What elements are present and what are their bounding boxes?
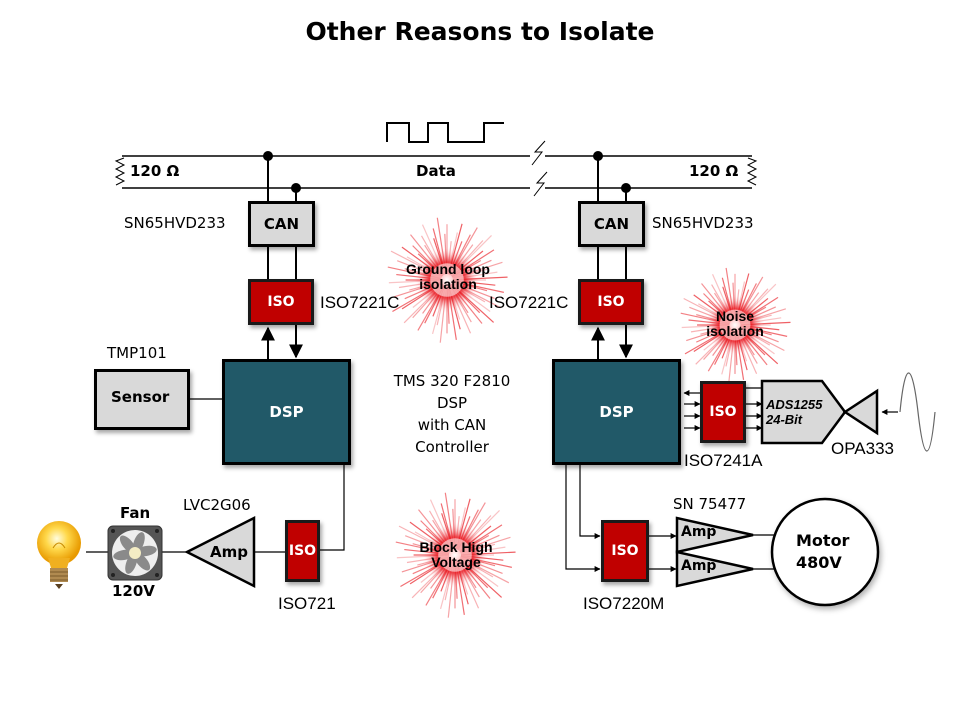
right-can-part: SN65HVD233 bbox=[652, 214, 754, 232]
ground-loop-callout: Ground loop isolation bbox=[406, 261, 490, 292]
light-bulb-icon bbox=[37, 521, 81, 589]
data-waveform bbox=[386, 122, 504, 143]
fan-voltage: 120V bbox=[112, 582, 155, 600]
high-voltage-callout: Block High Voltage bbox=[419, 539, 493, 570]
fan-amp-triangle bbox=[184, 515, 256, 589]
right-dsp-block: DSP bbox=[552, 359, 681, 465]
left-iso-part: ISO7221C bbox=[320, 293, 400, 312]
driver-amp-2 bbox=[675, 550, 754, 588]
right-iso-part: ISO7221C bbox=[489, 293, 569, 312]
right-can-block: CAN bbox=[578, 201, 645, 247]
fan-label: Fan bbox=[120, 504, 151, 522]
left-termination-label: 120 Ω bbox=[130, 162, 180, 180]
data-label: Data bbox=[416, 162, 456, 180]
driver-amp-1 bbox=[675, 516, 754, 554]
opamp-part: OPA333 bbox=[831, 439, 895, 458]
motor-iso-part: ISO7220M bbox=[583, 594, 665, 613]
driver-amp-2-label: Amp bbox=[681, 558, 717, 574]
left-can-block: CAN bbox=[248, 201, 315, 247]
fan-amp-part: LVC2G06 bbox=[183, 496, 251, 514]
fan-amp-label: Amp bbox=[210, 543, 248, 561]
resistor-left-icon bbox=[114, 157, 126, 186]
left-can-part: SN65HVD233 bbox=[124, 214, 226, 232]
burst-noise bbox=[680, 267, 791, 383]
fan-iso-part: ISO721 bbox=[278, 594, 336, 613]
sensor-part: TMP101 bbox=[107, 344, 167, 362]
fan-icon bbox=[107, 525, 163, 581]
left-iso-block: ISO bbox=[248, 279, 314, 325]
adc-block bbox=[760, 379, 847, 445]
burst-high-voltage bbox=[395, 492, 516, 618]
fan-iso-block: ISO bbox=[285, 520, 320, 582]
page-title: Other Reasons to Isolate bbox=[305, 17, 655, 46]
adc-iso-part: ISO7241A bbox=[684, 451, 763, 470]
adc-label: ADS1255 24-Bit bbox=[766, 397, 823, 427]
driver-part: SN 75477 bbox=[673, 495, 747, 513]
right-iso-block: ISO bbox=[578, 279, 644, 325]
sine-wave-icon bbox=[899, 372, 936, 452]
adc-iso-block: ISO bbox=[700, 381, 746, 443]
left-dsp-block: DSP bbox=[222, 359, 351, 465]
dsp-description: TMS 320 F2810 DSP with CAN Controller bbox=[393, 372, 511, 456]
motor-iso-block: ISO bbox=[601, 520, 649, 582]
sensor-block: Sensor bbox=[94, 369, 190, 430]
burst-ground-loop bbox=[387, 217, 508, 343]
noise-callout: Noise isolation bbox=[706, 308, 764, 339]
opamp-triangle bbox=[842, 388, 879, 436]
motor-label: Motor 480V bbox=[796, 531, 850, 572]
right-termination-label: 120 Ω bbox=[689, 162, 739, 180]
driver-amp-1-label: Amp bbox=[681, 524, 717, 540]
motor-circle bbox=[770, 497, 880, 607]
bus-break-icon bbox=[531, 140, 548, 197]
resistor-right-icon bbox=[746, 157, 758, 186]
